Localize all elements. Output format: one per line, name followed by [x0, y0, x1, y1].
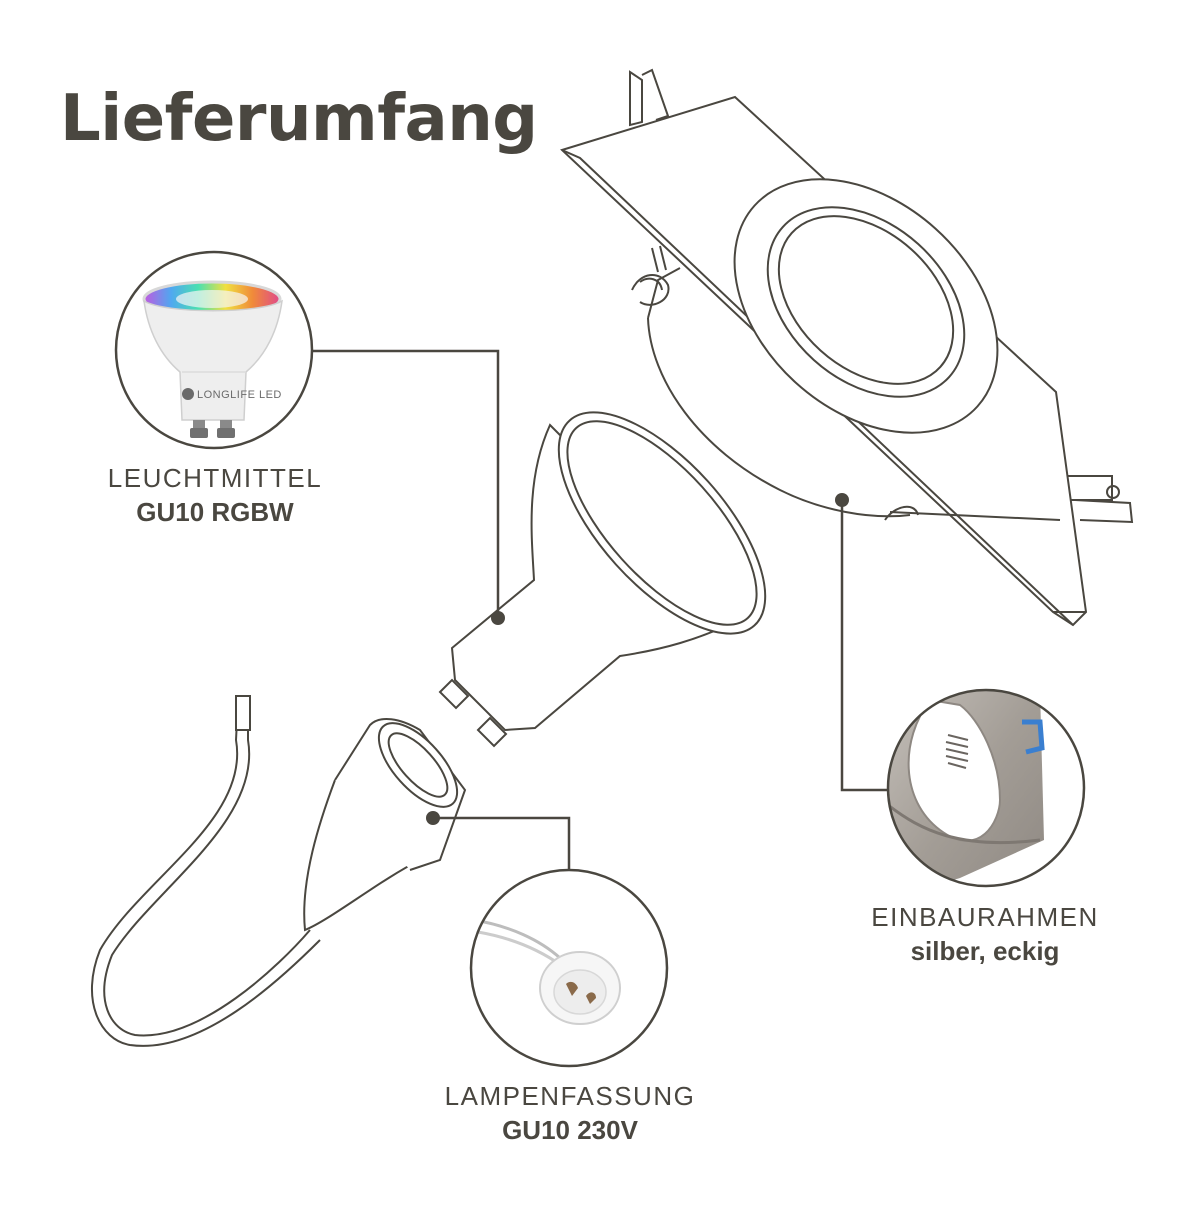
- spring-icon: [945, 734, 969, 769]
- label-socket-category: LAMPENFASSUNG: [444, 1081, 696, 1111]
- leader-dot-socket: [426, 811, 440, 825]
- label-socket-spec: GU10 230V: [502, 1115, 638, 1145]
- bulb-brand-print: LONGLIFE LED: [197, 389, 282, 401]
- frame-drawing: [560, 68, 1134, 627]
- blue-clip-icon: [1022, 719, 1045, 755]
- bulb-photo-circle: LONGLIFE LED: [114, 250, 314, 450]
- leader-lines: [312, 349, 888, 870]
- label-frame: EINBAURAHMEN silber, eckig: [855, 900, 1115, 968]
- socket-photo-circle: [469, 868, 669, 1068]
- bulb-drawing: [438, 411, 767, 748]
- leader-dot-frame: [835, 493, 849, 507]
- socket-drawing: [91, 695, 467, 1047]
- label-bulb-category: LEUCHTMITTEL: [107, 463, 323, 493]
- leader-line-frame: [840, 500, 888, 792]
- leader-line-socket: [433, 816, 571, 870]
- brand-logo-icon: [182, 388, 194, 400]
- leader-dot-bulb: [491, 611, 505, 625]
- label-frame-category: EINBAURAHMEN: [871, 902, 1099, 932]
- label-bulb: LEUCHTMITTEL GU10 RGBW: [85, 461, 345, 529]
- label-frame-spec: silber, eckig: [910, 936, 1060, 966]
- frame-photo-circle: [886, 688, 1086, 888]
- page-title: Lieferumfang: [60, 82, 538, 156]
- label-socket: LAMPENFASSUNG GU10 230V: [425, 1079, 715, 1147]
- label-bulb-spec: GU10 RGBW: [136, 497, 294, 527]
- leader-line-bulb: [312, 349, 500, 618]
